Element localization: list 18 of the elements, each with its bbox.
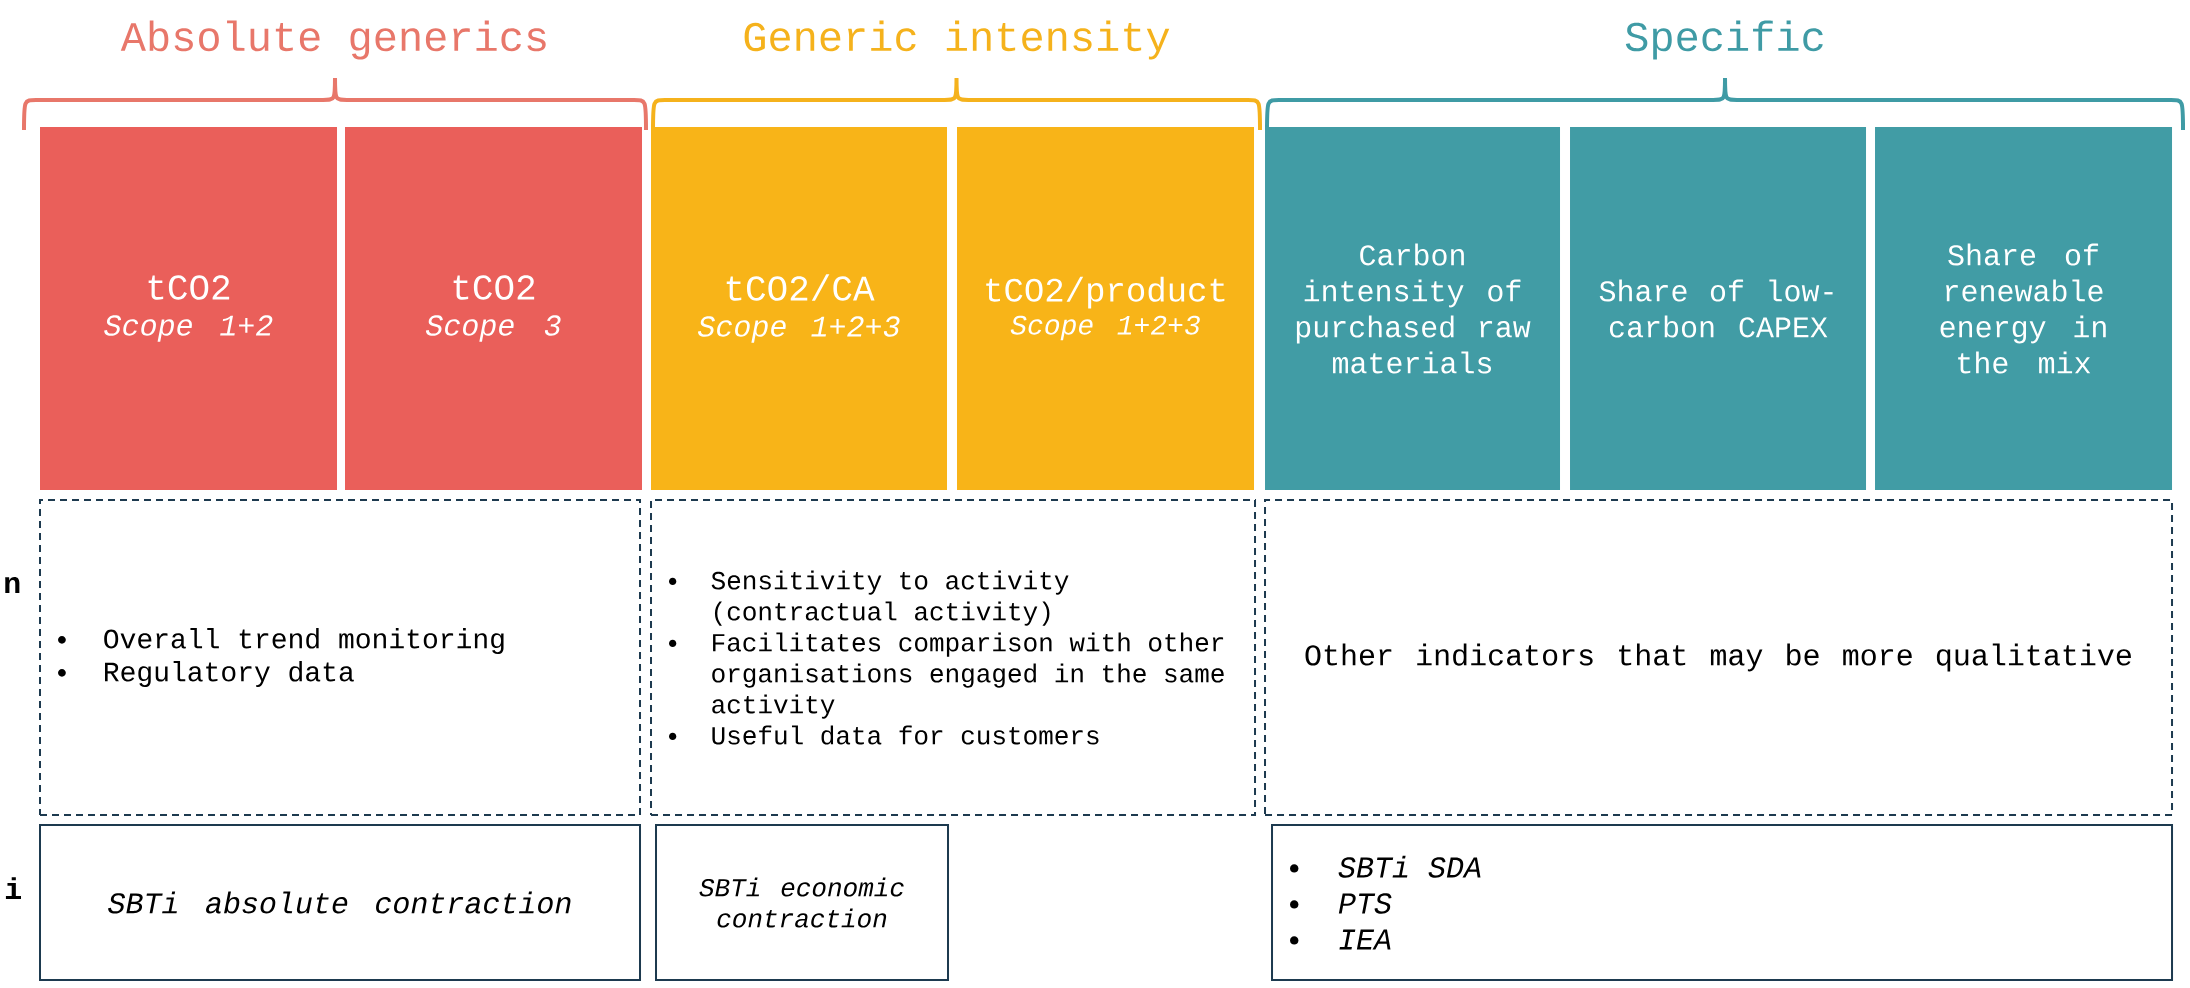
note-box: Overall trend monitoring Regulatory data bbox=[39, 499, 641, 816]
reference-box: SBTi absolute contraction bbox=[39, 824, 641, 981]
row-heading: n bbox=[5, 576, 20, 594]
note-box: Other indicators that may be more qualitative bbox=[1264, 499, 2174, 816]
indicator-box: Share of renewable energy in the mix bbox=[1875, 127, 2173, 490]
row-heading: i bbox=[5, 877, 21, 899]
indicator-box: tCO2 Scope 3 bbox=[345, 127, 642, 490]
section-heading: Generic intensity bbox=[744, 20, 1170, 60]
indicator-box: tCO2 Scope 1+2 bbox=[40, 127, 337, 490]
indicator-box: tCO2/CA Scope 1+2+3 bbox=[651, 127, 947, 490]
section-heading: Absolute generics bbox=[120, 20, 546, 60]
indicator-box: Share of low-carbon CAPEX bbox=[1570, 127, 1866, 490]
indicator-box: tCO2/product Scope 1+2+3 bbox=[957, 127, 1254, 490]
note-box: SBTi SDA PTS IEA bbox=[1271, 824, 2174, 981]
reference-box: SBTi economic contraction bbox=[655, 824, 949, 981]
note-box: Sensitivity to activity (contractual activity) Facilitates comparison with other organisations engaged in the same activity Useful data for customers bbox=[650, 499, 1256, 816]
section-heading: Specific bbox=[1625, 20, 1823, 60]
indicator-box: Carbon intensity of purchased raw materials bbox=[1265, 127, 1560, 490]
